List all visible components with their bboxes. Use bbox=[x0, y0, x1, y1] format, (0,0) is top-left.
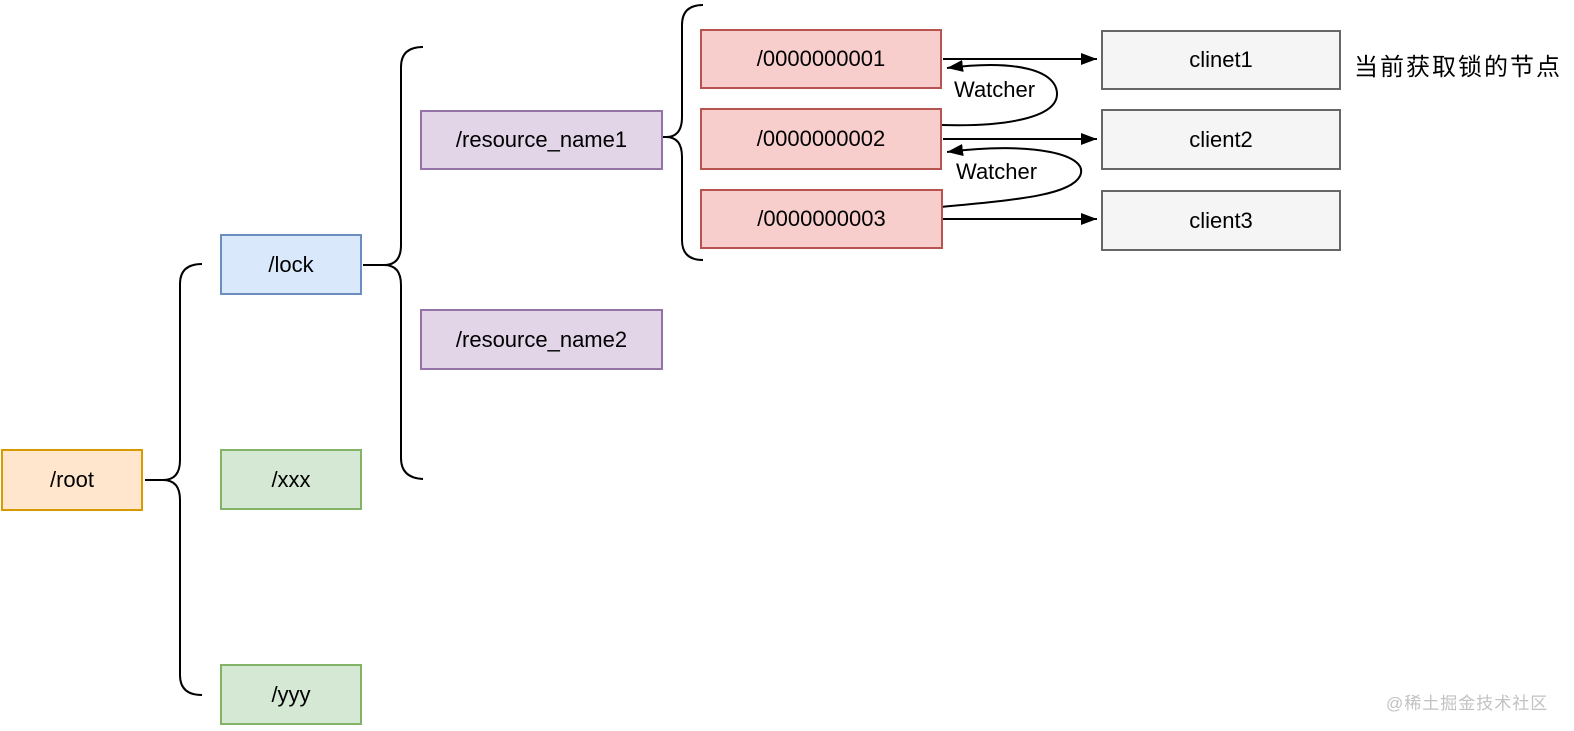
node-client2: client2 bbox=[1101, 109, 1341, 170]
brace-root-children bbox=[162, 263, 203, 696]
node-client3: client3 bbox=[1101, 190, 1341, 251]
node-seq-0000000002: /0000000002 bbox=[700, 108, 942, 170]
annotation-current-lock-holder: 当前获取锁的节点 bbox=[1354, 54, 1562, 81]
watcher-arc-seq3-seq2 bbox=[940, 144, 1083, 208]
node-xxx: /xxx bbox=[220, 449, 362, 510]
node-yyy: /yyy bbox=[220, 664, 362, 725]
watermark: @稀土掘金技术社区 bbox=[1386, 694, 1549, 713]
node-client1: clinet1 bbox=[1101, 30, 1341, 90]
node-resource-name2: /resource_name2 bbox=[420, 309, 663, 370]
brace-resource1-children bbox=[665, 4, 704, 261]
watcher-arc-seq2-seq1 bbox=[940, 60, 1059, 127]
brace-lock-children bbox=[383, 46, 424, 480]
node-seq-0000000003: /0000000003 bbox=[700, 189, 943, 249]
node-resource-name1: /resource_name1 bbox=[420, 110, 663, 170]
node-root: /root bbox=[1, 449, 143, 511]
node-seq-0000000001: /0000000001 bbox=[700, 29, 942, 89]
watcher-label-2: Watcher bbox=[956, 159, 1038, 184]
watcher-label-1: Watcher bbox=[954, 77, 1036, 102]
node-lock: /lock bbox=[220, 234, 362, 295]
